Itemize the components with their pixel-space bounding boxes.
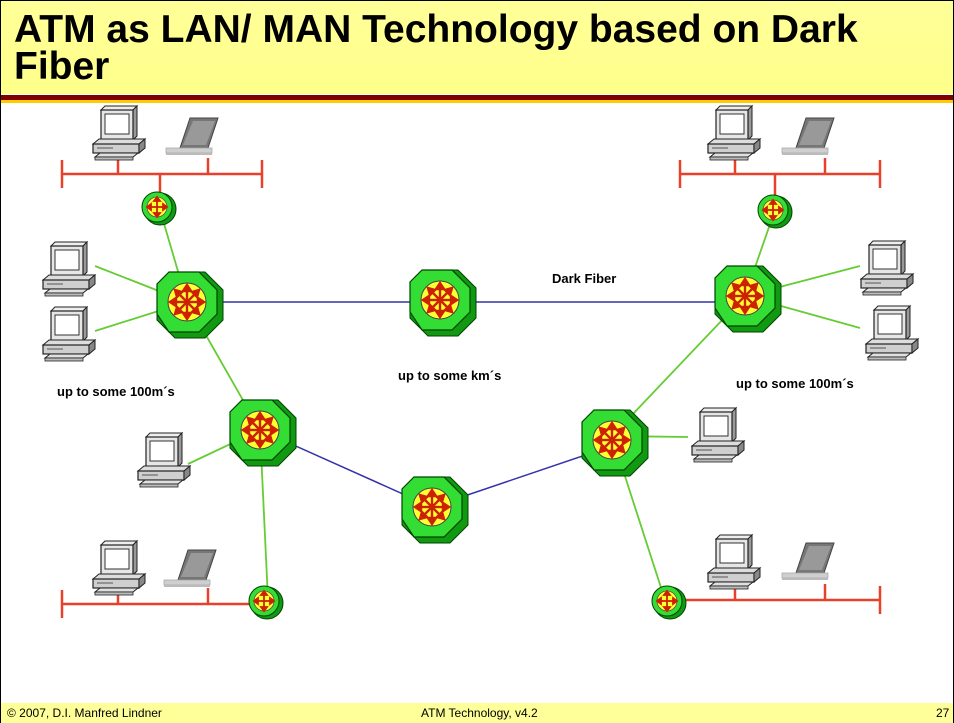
page-number: 27 xyxy=(936,706,950,720)
lan-switch-icon xyxy=(651,585,687,620)
atm-switch-icon xyxy=(713,264,783,334)
dark-fiber-label: Dark Fiber xyxy=(552,271,617,286)
range-center-label: up to some km´s xyxy=(398,368,502,383)
range-left-label: up to some 100m´s xyxy=(57,384,175,399)
atm-switch-icon xyxy=(228,398,298,468)
workstation-icon xyxy=(865,305,919,361)
ethernet-bus-top-right xyxy=(678,158,882,195)
workstation-icon xyxy=(92,105,146,161)
laptop-icon xyxy=(781,542,835,581)
lan-switch-icon xyxy=(248,585,284,620)
atm-switch-icon xyxy=(400,475,470,545)
atm-switch-icon xyxy=(408,268,478,338)
workstation-icon xyxy=(42,306,96,362)
laptop-icon xyxy=(163,549,217,588)
title-bar: ATM as LAN/ MAN Technology based on Dark… xyxy=(1,1,953,94)
title-divider-accent xyxy=(1,100,953,103)
ethernet-bus-bottom-right xyxy=(665,584,882,614)
workstation-icon xyxy=(707,534,761,590)
slide-title: ATM as LAN/ MAN Technology based on Dark… xyxy=(14,8,858,88)
workstation-icon xyxy=(92,540,146,596)
lan-switch-icon xyxy=(141,191,177,226)
workstation-icon xyxy=(42,241,96,297)
slide-footer: © 2007, D.I. Manfred Lindner ATM Technol… xyxy=(1,703,953,723)
workstation-icon xyxy=(137,432,191,488)
lan-switch-icon xyxy=(757,194,793,229)
atm-switch-icon xyxy=(580,408,650,478)
ethernet-bus-bottom-left xyxy=(60,588,265,618)
footer-course: ATM Technology, v4.2 xyxy=(421,706,538,720)
laptop-icon xyxy=(781,117,835,156)
range-right-label: up to some 100m´s xyxy=(736,376,854,391)
footer-copyright: © 2007, D.I. Manfred Lindner xyxy=(7,706,162,720)
workstation-icon xyxy=(707,105,761,161)
workstation-icon xyxy=(691,407,745,463)
workstation-icon xyxy=(860,240,914,296)
title-divider xyxy=(1,95,953,100)
atm-switch-icon xyxy=(155,270,225,340)
ethernet-bus-top-left xyxy=(60,158,264,195)
laptop-icon xyxy=(165,117,219,156)
